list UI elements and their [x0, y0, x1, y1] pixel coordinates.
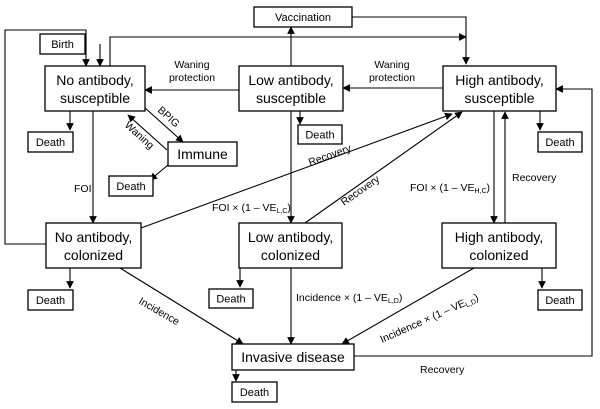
recovery-label-high-col: Recovery: [512, 172, 557, 184]
waning-protection-label-right-2: protection: [369, 72, 415, 84]
edge-no-col-to-high-sus-recovery: [140, 112, 453, 229]
death-invasive: Death: [231, 381, 278, 403]
foi-low-close: ): [287, 202, 291, 214]
high-col-line1: High antibody,: [455, 229, 543, 245]
node-no-antibody-susceptible: No antibody, susceptible: [44, 65, 146, 112]
inc-high-close: ): [472, 292, 480, 304]
high-col-line2: colonized: [469, 247, 528, 263]
birth-label: Birth: [51, 39, 74, 51]
foi-high-prefix: FOI × (1 – VE: [410, 182, 474, 194]
node-birth: Birth: [39, 33, 86, 55]
incidence-low-label: Incidence × (1 – VEL,D): [296, 292, 402, 305]
waning-protection-label-left-1: Waning: [174, 59, 209, 71]
death-label: Death: [36, 137, 65, 149]
low-sus-line1: Low antibody,: [248, 72, 333, 88]
node-low-antibody-colonized: Low antibody, colonized: [238, 222, 343, 269]
death-label: Death: [116, 181, 145, 193]
inc-low-close: ): [399, 292, 403, 304]
edge-no-sus-to-immune-bpig: [143, 106, 184, 143]
incidence-label: Incidence: [137, 295, 182, 328]
edge-no-col-to-invasive: [119, 267, 244, 345]
death-low-sus: Death: [297, 124, 343, 145]
low-col-line1: Low antibody,: [248, 229, 333, 245]
foi-low-subscript: L,C: [276, 208, 287, 215]
node-immune: Immune: [167, 141, 238, 167]
node-invasive-disease: Invasive disease: [231, 343, 355, 371]
inc-low-subscript: L,D: [388, 298, 399, 305]
death-label: Death: [545, 137, 574, 149]
edges: [4, 16, 593, 382]
edge-low-col-to-high-sus-recovery: [304, 111, 463, 224]
edge-high-col-to-invasive: [341, 267, 475, 345]
death-immune: Death: [108, 175, 154, 197]
recovery-label-invasive: Recovery: [420, 364, 465, 376]
no-col-line2: colonized: [64, 247, 123, 263]
vaccination-label: Vaccination: [275, 12, 331, 24]
foi-label: FOI: [74, 183, 92, 195]
waning-protection-label-left-2: protection: [169, 72, 215, 84]
recovery-label-no-col: Recovery: [307, 142, 353, 169]
no-col-line1: No antibody,: [55, 229, 133, 245]
node-high-antibody-colonized: High antibody, colonized: [441, 222, 557, 269]
node-vaccination: Vaccination: [253, 6, 353, 28]
death-label: Death: [305, 130, 334, 142]
edge-immune-to-no-sus-waning: [127, 114, 168, 151]
death-label: Death: [36, 295, 65, 307]
foi-high-label: FOI × (1 – VEH,C): [410, 182, 490, 195]
death-high-sus: Death: [537, 131, 583, 153]
low-sus-line2: susceptible: [256, 90, 326, 106]
high-sus-line1: High antibody,: [455, 72, 543, 88]
waning-protection-label-right-1: Waning: [374, 59, 409, 71]
death-label: Death: [216, 294, 245, 306]
no-sus-line1: No antibody,: [56, 72, 134, 88]
foi-high-subscript: H,C: [474, 188, 486, 195]
edge-vaccination-to-high-sus: [352, 16, 470, 65]
bpig-label: BPIG: [155, 104, 182, 130]
death-no-col: Death: [27, 289, 74, 311]
node-no-antibody-colonized: No antibody, colonized: [45, 222, 142, 269]
recovery-label-low-col: Recovery: [339, 173, 383, 209]
invasive-label: Invasive disease: [241, 349, 345, 365]
foi-low-label: FOI × (1 – VEL,C): [212, 202, 291, 215]
immune-label: Immune: [177, 146, 228, 162]
node-high-antibody-susceptible: High antibody, susceptible: [442, 65, 557, 112]
death-low-col: Death: [208, 288, 254, 309]
death-high-col: Death: [537, 289, 583, 311]
edge-invasive-to-high-sus-recovery: [354, 85, 593, 357]
foi-low-prefix: FOI × (1 – VE: [212, 202, 276, 214]
edge-no-sus-to-vaccination: [109, 33, 467, 66]
high-sus-line2: susceptible: [464, 90, 534, 106]
no-sus-line2: susceptible: [60, 90, 130, 106]
inc-high-subscript: L,D: [465, 298, 478, 309]
foi-high-close: ): [487, 182, 491, 194]
death-label: Death: [240, 387, 269, 399]
edge-no-col-to-no-sus: [4, 29, 90, 245]
death-label: Death: [545, 295, 574, 307]
low-col-line2: colonized: [261, 247, 320, 263]
death-no-sus: Death: [27, 131, 74, 153]
node-low-antibody-susceptible: Low antibody, susceptible: [238, 65, 344, 112]
inc-low-prefix: Incidence × (1 – VE: [296, 292, 388, 304]
